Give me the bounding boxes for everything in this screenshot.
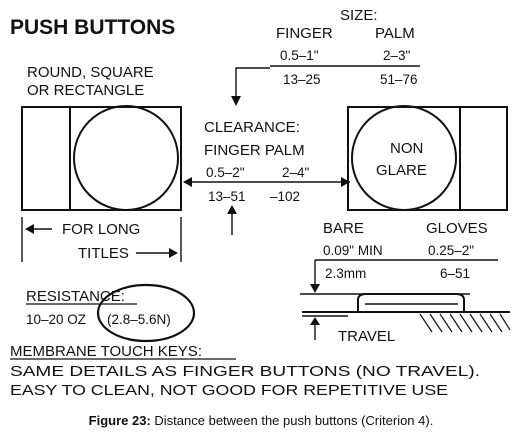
shape-label-line1: ROUND, SQUARE [27, 64, 154, 81]
clearance-header: FINGER PALM [204, 142, 305, 159]
long-titles-line1: FOR LONG [62, 221, 140, 238]
left-button-outline [21, 106, 182, 211]
size-finger-inches: 0.5–1" [280, 48, 319, 63]
travel-col-bare: BARE [323, 220, 364, 237]
non-glare-line1: NON [390, 140, 423, 157]
travel-bare-inches: 0.09" MIN [323, 243, 383, 258]
long-titles-arrowhead-left [25, 224, 34, 234]
travel-arrowhead-up [310, 317, 320, 325]
left-button-circle [73, 105, 179, 211]
membrane-line1: SAME DETAILS AS FINGER BUTTONS (NO TRAVE… [10, 363, 480, 380]
surface-hatching [419, 313, 511, 333]
resistance-value-oz: 10–20 OZ [26, 312, 86, 327]
clearance-arrowhead-right [341, 177, 350, 187]
size-leader-arrowhead [231, 96, 241, 106]
clearance-up-arrowhead [227, 205, 237, 214]
travel-gloves-inches: 0.25–2" [428, 243, 474, 258]
size-leader-line [235, 67, 270, 98]
membrane-line2: EASY TO CLEAN, NOT GOOD FOR REPETITIVE U… [10, 382, 448, 399]
right-button-circle [351, 105, 457, 211]
clearance-palm-mm: –102 [270, 189, 300, 204]
travel-gloves-mm: 6–51 [440, 266, 470, 281]
figure-caption: Figure 23: Distance between the push but… [89, 413, 434, 428]
travel-leader-arrowhead [310, 284, 320, 293]
resistance-value-n: (2.8–5.6N) [107, 312, 171, 327]
size-col-palm: PALM [375, 25, 415, 42]
size-palm-inches: 2–3" [383, 48, 411, 63]
size-palm-mm: 51–76 [380, 72, 418, 87]
clearance-heading: CLEARANCE: [204, 119, 300, 136]
clearance-finger-mm: 13–51 [208, 189, 246, 204]
travel-bare-mm: 2.3mm [325, 266, 366, 281]
clearance-arrowhead-left [183, 177, 192, 187]
long-titles-arrowhead-right [169, 248, 178, 258]
membrane-heading: MEMBRANE TOUCH KEYS: [10, 343, 202, 360]
right-button-outline [347, 106, 508, 211]
size-col-finger: FINGER [276, 25, 333, 42]
travel-col-gloves: GLOVES [426, 220, 488, 237]
non-glare-line2: GLARE [376, 162, 427, 179]
travel-label: TRAVEL [338, 328, 395, 345]
resistance-heading: RESISTANCE: [26, 288, 125, 305]
shape-label-line2: OR RECTANGLE [27, 82, 144, 99]
diagram-title: PUSH BUTTONS [10, 16, 175, 39]
resistance-highlight-ellipse [96, 283, 196, 343]
long-titles-line2: TITLES [78, 245, 129, 262]
size-heading: SIZE: [340, 7, 378, 24]
clearance-finger-inches: 0.5–2" [206, 165, 245, 180]
key-cap [357, 293, 465, 312]
figure-caption-text: Distance between the push buttons (Crite… [151, 413, 434, 428]
figure-caption-label: Figure 23: [89, 413, 151, 428]
clearance-palm-inches: 2–4" [282, 165, 310, 180]
size-finger-mm: 13–25 [283, 72, 321, 87]
